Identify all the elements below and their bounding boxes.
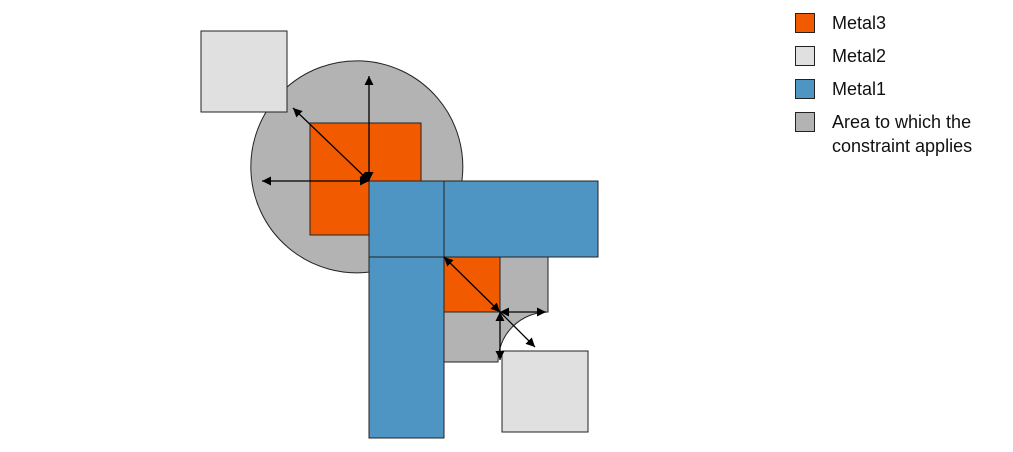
legend-swatch-metal3 <box>795 13 815 33</box>
legend-label-metal3: Metal3 <box>832 13 887 33</box>
legend-label-area-line1: Area to which the <box>832 112 972 132</box>
legend-label-area-line2: constraint applies <box>832 136 973 156</box>
metal2-square-top <box>200 30 288 113</box>
arrow-diagonal-lower <box>443 256 501 313</box>
arrow-corner-diagonal <box>499 311 536 348</box>
legend-swatch-area <box>795 112 815 132</box>
legend-item-metal3: Metal3 <box>795 8 1005 41</box>
legend-swatch-metal2 <box>795 46 815 66</box>
legend: Metal3 Metal2 Metal1 Area to which the c… <box>795 8 1005 156</box>
legend-label-metal2: Metal2 <box>832 46 887 66</box>
arrow-diagonal-upper <box>292 107 370 182</box>
legend-item-metal1: Metal1 <box>795 74 1005 107</box>
metal2-square-bottom <box>501 350 589 433</box>
legend-label-metal1: Metal1 <box>832 79 887 99</box>
metal1-vertical <box>368 180 445 439</box>
legend-swatch-metal1 <box>795 79 815 99</box>
legend-label-area: Area to which the constraint applies <box>832 110 972 158</box>
legend-item-area: Area to which the constraint applies <box>795 107 1005 156</box>
legend-item-metal2: Metal2 <box>795 41 1005 74</box>
